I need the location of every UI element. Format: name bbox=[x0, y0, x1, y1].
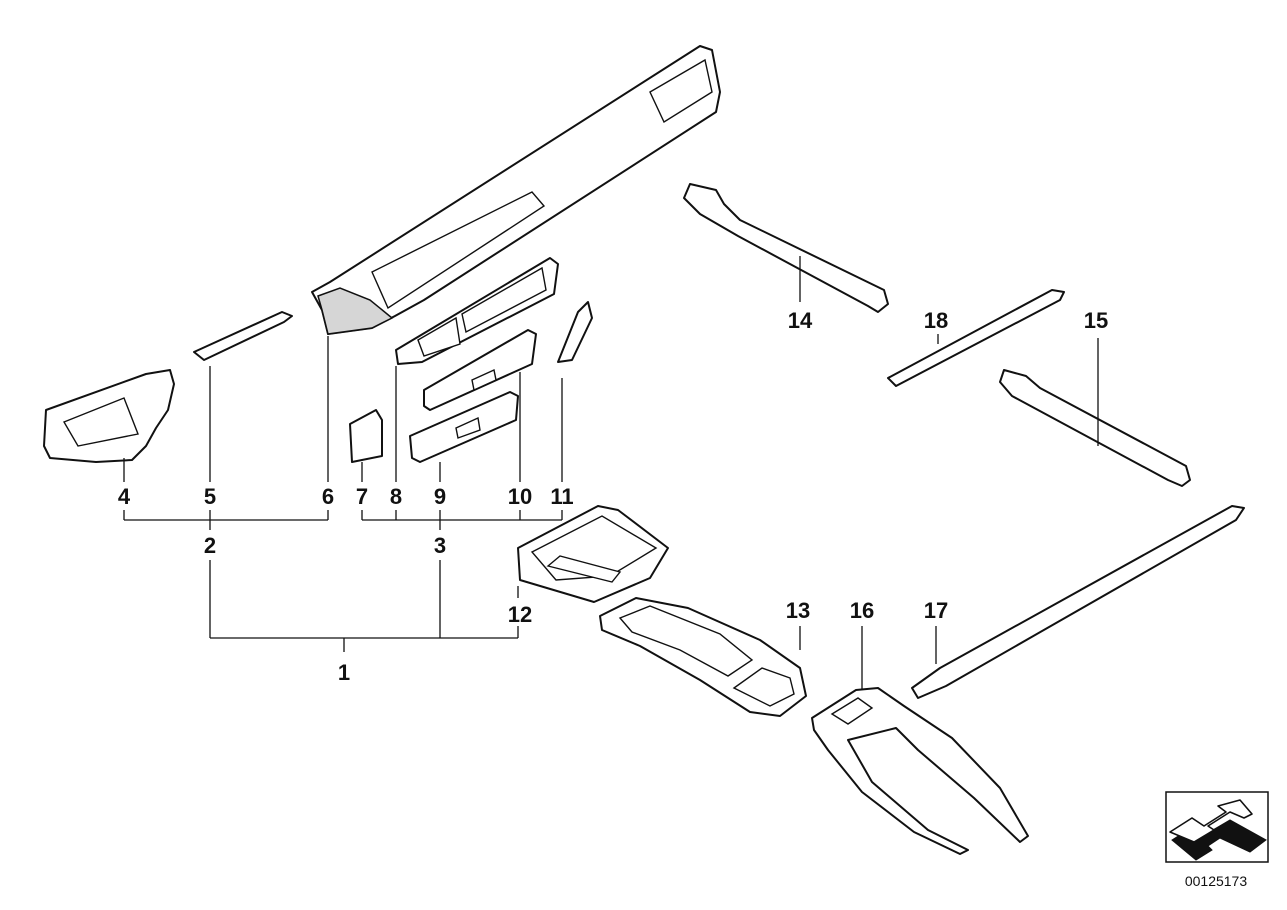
callout-15: 15 bbox=[1084, 308, 1108, 333]
callout-6: 6 bbox=[322, 484, 334, 509]
part-13-console-cover bbox=[599, 597, 807, 717]
part-14-door-strip bbox=[683, 183, 889, 313]
callouts: 1 2 3 4 5 6 7 8 9 10 11 12 13 14 15 16 1… bbox=[118, 308, 1108, 685]
callout-12: 12 bbox=[508, 602, 532, 627]
part-8-vent-bezel bbox=[395, 257, 559, 365]
callout-14: 14 bbox=[788, 308, 813, 333]
callout-9: 9 bbox=[434, 484, 446, 509]
part-17-long-strip bbox=[911, 505, 1245, 699]
callout-8: 8 bbox=[390, 484, 402, 509]
callout-18: 18 bbox=[924, 308, 948, 333]
part-10-mid-trim bbox=[423, 329, 537, 411]
part-6-dashboard-trim bbox=[311, 45, 721, 335]
leader-lines bbox=[123, 256, 1099, 690]
part-7-cap bbox=[349, 409, 383, 463]
callout-2: 2 bbox=[204, 533, 216, 558]
document-id: 00125173 bbox=[1185, 873, 1248, 889]
arrow-icon bbox=[1165, 791, 1269, 863]
callout-13: 13 bbox=[786, 598, 810, 623]
callout-5: 5 bbox=[204, 484, 216, 509]
callout-16: 16 bbox=[850, 598, 874, 623]
callout-7: 7 bbox=[356, 484, 368, 509]
part-12-console-tray bbox=[517, 505, 669, 603]
part-16-console-frame bbox=[811, 687, 1029, 855]
callout-4: 4 bbox=[118, 484, 131, 509]
callout-17: 17 bbox=[924, 598, 948, 623]
part-5-strip bbox=[193, 311, 293, 361]
part-9-lower-trim bbox=[409, 391, 519, 463]
part-11-side-strip bbox=[557, 301, 593, 363]
part-18-bar bbox=[887, 289, 1065, 387]
callout-10: 10 bbox=[508, 484, 532, 509]
part-15-door-strip bbox=[999, 369, 1191, 487]
callout-3: 3 bbox=[434, 533, 446, 558]
part-4-left-panel bbox=[43, 369, 175, 463]
callout-1: 1 bbox=[338, 660, 350, 685]
callout-11: 11 bbox=[550, 484, 573, 509]
